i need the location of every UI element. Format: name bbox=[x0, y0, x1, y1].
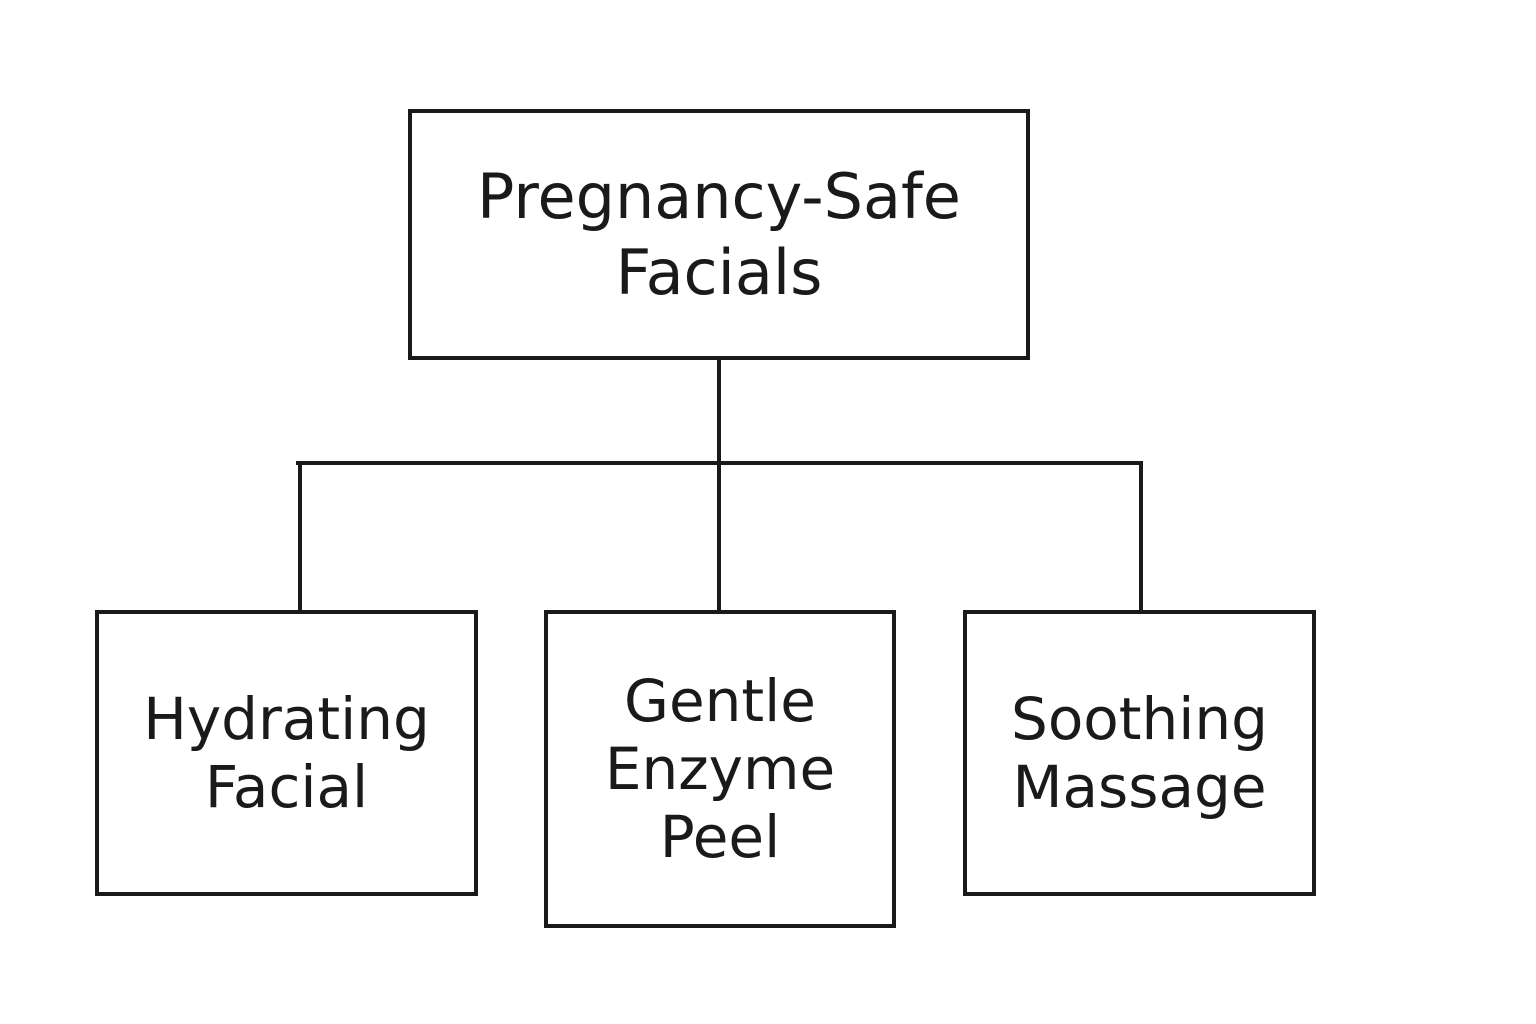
child-node-label-line: Facial bbox=[204, 753, 369, 821]
root-node-pregnancy-safe-facials: Pregnancy-Safe Facials bbox=[408, 109, 1030, 360]
child-node-label-line: Soothing bbox=[1011, 685, 1268, 753]
child-node-label-line: Enzyme bbox=[604, 735, 836, 803]
child-node-hydrating-facial: Hydrating Facial bbox=[95, 610, 478, 896]
root-node-label-line: Facials bbox=[615, 235, 823, 309]
child-node-label-line: Massage bbox=[1012, 753, 1267, 821]
child-node-gentle-enzyme-peel: Gentle Enzyme Peel bbox=[544, 610, 896, 928]
root-node-label-line: Pregnancy-Safe bbox=[477, 159, 961, 233]
child-node-label-line: Peel bbox=[659, 803, 781, 871]
child-node-soothing-massage: Soothing Massage bbox=[963, 610, 1316, 896]
child-node-label-line: Hydrating bbox=[143, 685, 430, 753]
child-node-label-line: Gentle bbox=[624, 667, 816, 735]
